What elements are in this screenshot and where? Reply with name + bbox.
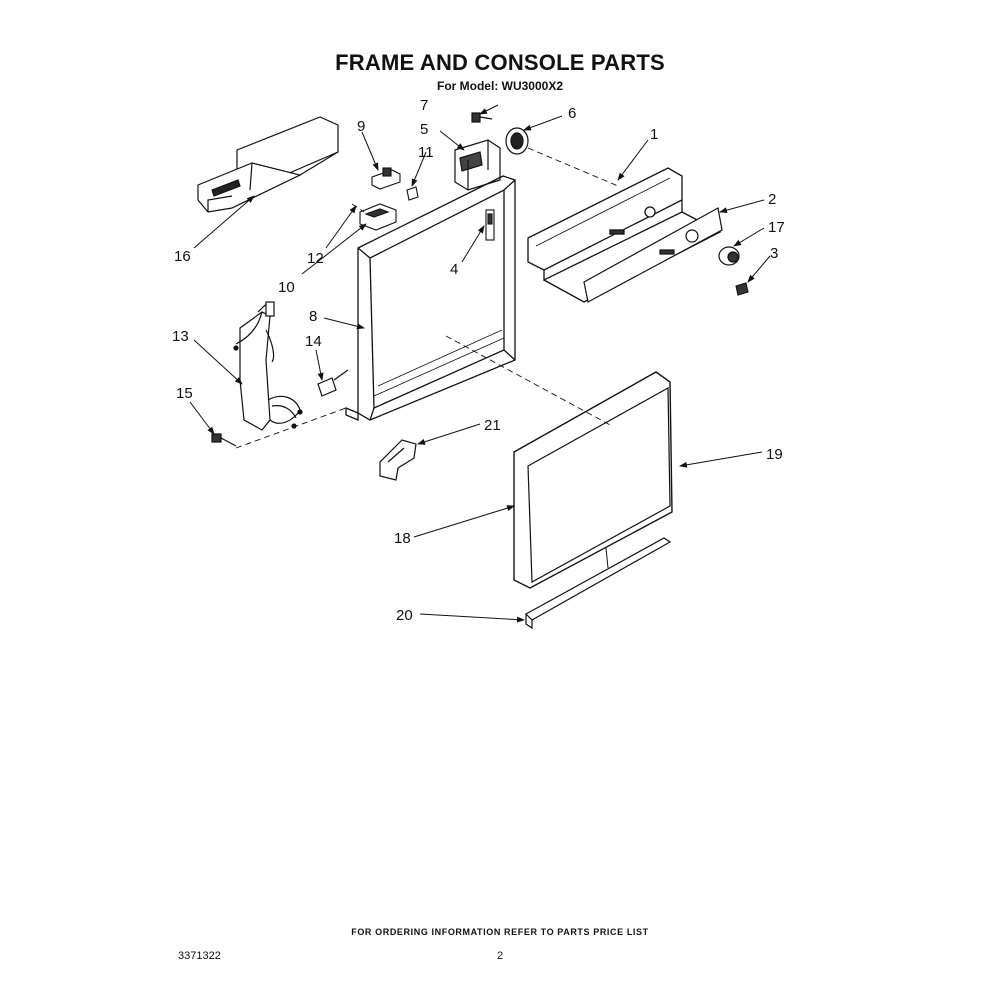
callout-8: 8 xyxy=(309,308,317,325)
part-20-trim-strip xyxy=(525,537,672,630)
page-number: 2 xyxy=(496,950,504,962)
callout-9: 9 xyxy=(357,118,365,135)
part-14-switch xyxy=(317,369,349,397)
part-15-screw xyxy=(211,433,237,447)
callout-12: 12 xyxy=(307,250,324,267)
part-7-screw xyxy=(471,112,493,123)
alignment-guides xyxy=(235,147,619,449)
part-13-wire-harness xyxy=(233,301,303,431)
callout-17: 17 xyxy=(768,219,785,236)
callout-18: 18 xyxy=(394,530,411,547)
leader-lines xyxy=(189,104,771,623)
callout-6: 6 xyxy=(568,105,576,122)
callout-4: 4 xyxy=(450,261,458,278)
part-3-button xyxy=(735,282,749,296)
callout-1: 1 xyxy=(650,126,658,143)
part-8-door-frame xyxy=(345,175,516,421)
callout-21: 21 xyxy=(484,417,501,434)
callout-11: 11 xyxy=(418,144,434,161)
callout-7: 7 xyxy=(420,97,428,114)
callout-3: 3 xyxy=(770,245,778,262)
part-6-dial xyxy=(505,127,529,155)
callout-13: 13 xyxy=(172,328,189,345)
part-10-switch-holder xyxy=(359,203,397,231)
part-4-latch xyxy=(485,209,495,241)
callout-2: 2 xyxy=(768,191,776,208)
callout-16: 16 xyxy=(174,248,191,265)
part-5-control-unit xyxy=(454,139,501,191)
callout-5: 5 xyxy=(420,121,428,138)
callout-20: 20 xyxy=(396,607,413,624)
callout-14: 14 xyxy=(305,333,322,350)
model-subtitle: For Model: WU3000X2 xyxy=(436,79,564,93)
callout-labels: 1 2 3 4 5 6 7 8 9 10 11 12 13 14 15 16 1… xyxy=(172,97,785,624)
callout-19: 19 xyxy=(766,446,783,463)
part-16-vent-housing xyxy=(197,116,339,213)
callout-10: 10 xyxy=(278,279,295,296)
page-title: FRAME AND CONSOLE PARTS xyxy=(335,50,665,75)
part-18-inner-panel xyxy=(527,386,671,583)
part-17-knob xyxy=(718,246,740,266)
ordering-note: FOR ORDERING INFORMATION REFER TO PARTS … xyxy=(351,927,649,937)
part-11-clip xyxy=(406,186,419,201)
part-9-bracket xyxy=(371,167,401,190)
callout-15: 15 xyxy=(176,385,193,402)
document-number: 3371322 xyxy=(178,950,221,962)
part-21-bracket xyxy=(379,439,417,481)
part-2-overlay xyxy=(583,207,723,303)
